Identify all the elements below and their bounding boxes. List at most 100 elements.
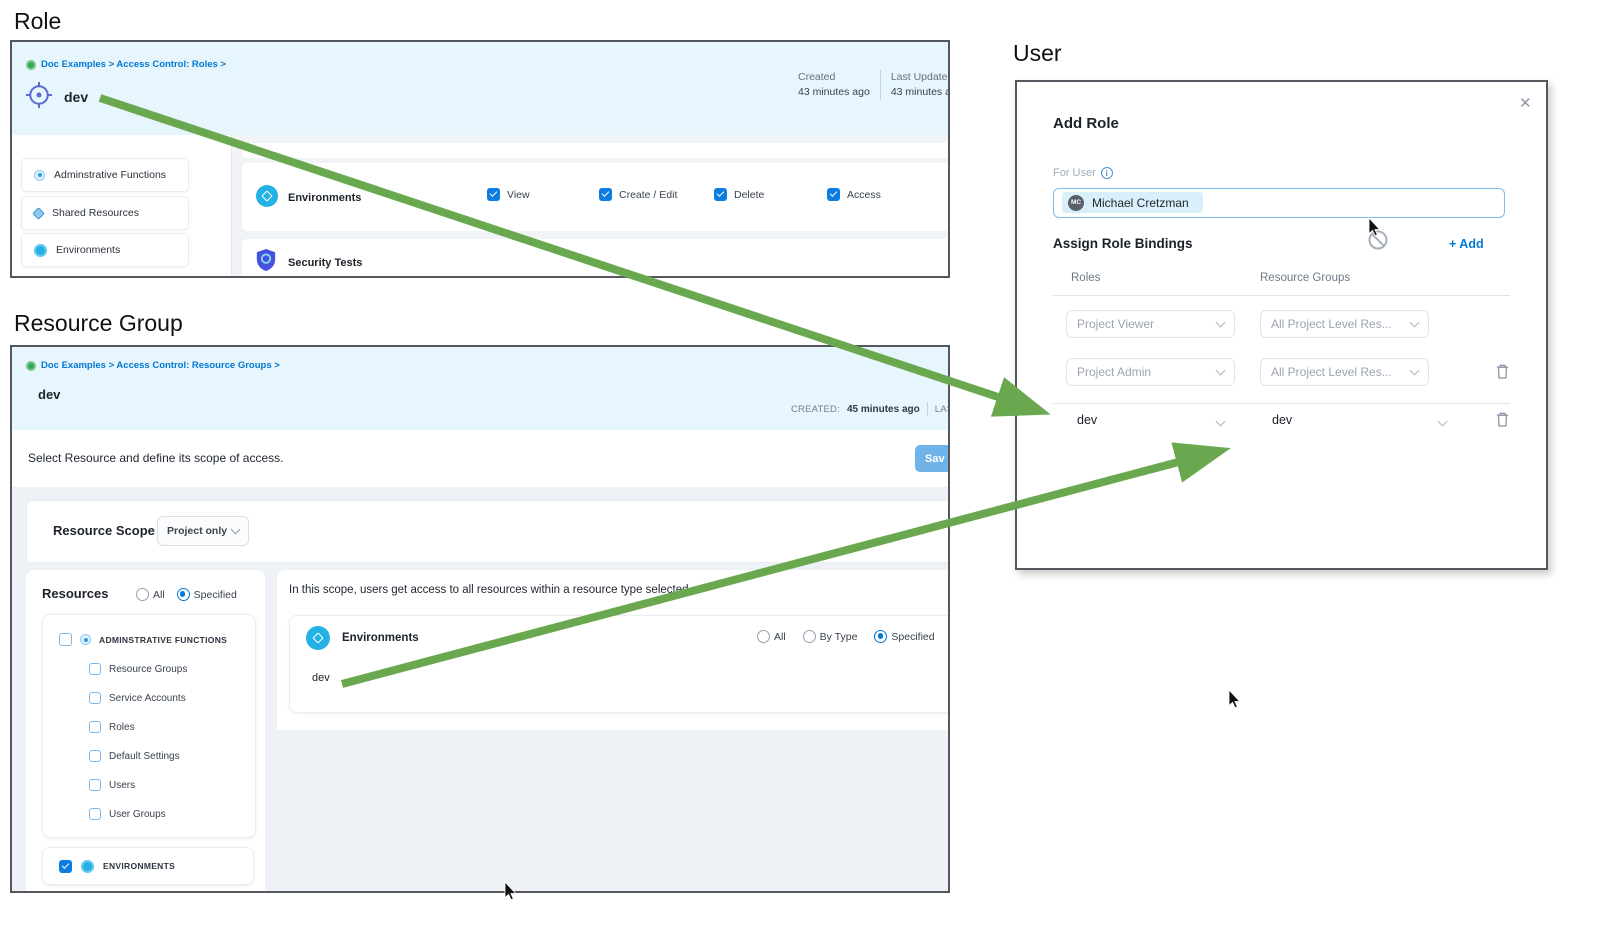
scope-detail-column: In this scope, users get access to all r… bbox=[277, 570, 948, 730]
all-radio[interactable] bbox=[757, 630, 770, 643]
resource-groups-checkbox[interactable] bbox=[89, 663, 101, 675]
user-section-label: User bbox=[1013, 40, 1062, 66]
info-icon[interactable]: i bbox=[1100, 167, 1113, 179]
all-radio[interactable] bbox=[136, 588, 149, 601]
sidebar-item-label: Shared Resources bbox=[52, 207, 139, 219]
resource-group-title: dev bbox=[38, 387, 61, 402]
environments-icon bbox=[34, 243, 47, 257]
chevron-down-icon[interactable] bbox=[1437, 416, 1448, 427]
role-body: Adminstrative Functions Shared Resources… bbox=[12, 135, 948, 276]
breadcrumb-text[interactable]: Doc Examples > Access Control: Roles > bbox=[41, 59, 226, 70]
environments-icon bbox=[306, 626, 330, 650]
resource-group-value: All Project Level Res... bbox=[1271, 317, 1392, 331]
resource-group-header: Doc Examples > Access Control: Resource … bbox=[12, 347, 948, 430]
service-accounts-checkbox[interactable] bbox=[89, 692, 101, 704]
by-type-radio[interactable] bbox=[802, 630, 816, 643]
for-user-label: For User i bbox=[1053, 167, 1113, 179]
resource-group-section-label: Resource Group bbox=[14, 310, 183, 336]
permission-access: Access bbox=[827, 188, 881, 201]
default-settings-checkbox[interactable] bbox=[89, 750, 101, 762]
radio-label: All bbox=[153, 588, 165, 601]
resource-scope-card: Resource Scope Project only bbox=[26, 500, 948, 563]
role-dropdown-row3[interactable]: dev bbox=[1077, 413, 1098, 427]
environments-icon bbox=[81, 859, 94, 873]
save-button[interactable]: Sav bbox=[915, 445, 948, 472]
resource-group-dropdown-row1[interactable]: All Project Level Res... bbox=[1260, 310, 1429, 338]
administrative-functions-icon bbox=[80, 634, 91, 645]
radio-specified[interactable]: Specified bbox=[874, 630, 935, 643]
resource-scope-dropdown[interactable]: Project only bbox=[157, 516, 249, 546]
radio-all[interactable]: All bbox=[136, 588, 165, 601]
administrative-functions-checkbox[interactable] bbox=[59, 633, 72, 646]
row-label: Environments bbox=[342, 632, 419, 644]
specified-radio[interactable] bbox=[874, 630, 888, 643]
radio-label: Specified bbox=[891, 630, 935, 643]
breadcrumb[interactable]: Doc Examples > Access Control: Resource … bbox=[26, 360, 280, 371]
roles-checkbox[interactable] bbox=[89, 721, 101, 733]
group-label: ADMINSTRATIVE FUNCTIONS bbox=[99, 634, 228, 645]
users-checkbox[interactable] bbox=[89, 779, 101, 791]
radio-by-type[interactable]: By Type bbox=[802, 630, 857, 643]
roles-column-header: Roles bbox=[1071, 272, 1101, 284]
created-label: CREATED: bbox=[791, 403, 840, 415]
child-label: Service Accounts bbox=[109, 692, 186, 704]
create-edit-checkbox[interactable] bbox=[599, 188, 612, 201]
role-header: Doc Examples > Access Control: Roles > d… bbox=[12, 42, 948, 135]
row-label: Environments bbox=[288, 192, 362, 204]
resource-group-dropdown-row2[interactable]: All Project Level Res... bbox=[1260, 358, 1429, 386]
child-resource-groups: Resource Groups bbox=[89, 660, 187, 678]
environments-group-card: ENVIRONMENTS bbox=[42, 847, 254, 885]
sidebar-item-shared-resources[interactable]: Shared Resources bbox=[21, 196, 189, 230]
environments-scope-card: Environments All By Type Specified bbox=[289, 615, 948, 713]
role-dropdown-row2[interactable]: Project Admin bbox=[1066, 358, 1235, 386]
chevron-down-icon[interactable] bbox=[1215, 416, 1226, 427]
user-select-input[interactable]: MC Michael Cretzman bbox=[1053, 188, 1505, 218]
child-label: Users bbox=[109, 779, 136, 791]
user-chip[interactable]: MC Michael Cretzman bbox=[1062, 192, 1203, 213]
chevron-down-icon bbox=[1215, 365, 1226, 376]
security-tests-icon bbox=[256, 249, 276, 271]
child-roles: Roles bbox=[89, 718, 187, 736]
radio-all[interactable]: All bbox=[757, 630, 786, 643]
environments-permission-row: Environments View Create / Edit Delete bbox=[242, 163, 948, 231]
role-dropdown-row1[interactable]: Project Viewer bbox=[1066, 310, 1235, 338]
role-permissions-area: Environments View Create / Edit Delete bbox=[232, 135, 948, 276]
role-section-label: Role bbox=[14, 8, 62, 34]
environments-icon bbox=[256, 185, 278, 207]
permission-label: Delete bbox=[734, 188, 765, 201]
breadcrumb-text[interactable]: Doc Examples > Access Control: Resource … bbox=[41, 360, 280, 371]
sidebar-item-administrative-functions[interactable]: Adminstrative Functions bbox=[21, 158, 189, 192]
delete-row3-trash-icon[interactable] bbox=[1495, 411, 1510, 428]
avatar: MC bbox=[1068, 194, 1084, 211]
resource-group-meta: CREATED: 45 minutes ago LAST UPD bbox=[791, 402, 948, 416]
security-tests-row: Security Tests bbox=[242, 239, 948, 276]
assign-role-bindings-title: Assign Role Bindings bbox=[1053, 236, 1193, 251]
sidebar-item-environments[interactable]: Environments bbox=[21, 233, 189, 267]
environments-checkbox[interactable] bbox=[59, 859, 72, 873]
updated-label: Last Updated bbox=[890, 71, 950, 83]
administrative-functions-header: ADMINSTRATIVE FUNCTIONS bbox=[59, 633, 227, 646]
resource-group-dropdown-row3[interactable]: dev bbox=[1272, 413, 1293, 427]
permission-create-edit: Create / Edit bbox=[599, 188, 677, 201]
project-icon bbox=[26, 59, 36, 70]
group-label: ENVIRONMENTS bbox=[103, 861, 176, 871]
access-checkbox[interactable] bbox=[827, 188, 840, 201]
table-divider bbox=[1053, 295, 1510, 296]
breadcrumb[interactable]: Doc Examples > Access Control: Roles > bbox=[26, 59, 226, 70]
radio-specified[interactable]: Specified bbox=[176, 588, 237, 601]
view-checkbox[interactable] bbox=[487, 188, 500, 201]
delete-checkbox[interactable] bbox=[714, 188, 727, 201]
delete-row2-trash-icon[interactable] bbox=[1495, 363, 1510, 380]
add-binding-button[interactable]: + Add bbox=[1449, 237, 1484, 251]
scope-hint: In this scope, users get access to all r… bbox=[289, 584, 689, 596]
resources-label: Resources bbox=[42, 586, 109, 601]
shared-resources-icon bbox=[32, 206, 45, 220]
chevron-down-icon bbox=[230, 524, 241, 535]
table-divider bbox=[1053, 403, 1510, 404]
user-groups-checkbox[interactable] bbox=[89, 808, 101, 820]
chevron-down-icon bbox=[1215, 317, 1226, 328]
specified-radio[interactable] bbox=[176, 588, 190, 601]
close-icon[interactable]: ✕ bbox=[1519, 95, 1532, 112]
child-user-groups: User Groups bbox=[89, 805, 187, 823]
